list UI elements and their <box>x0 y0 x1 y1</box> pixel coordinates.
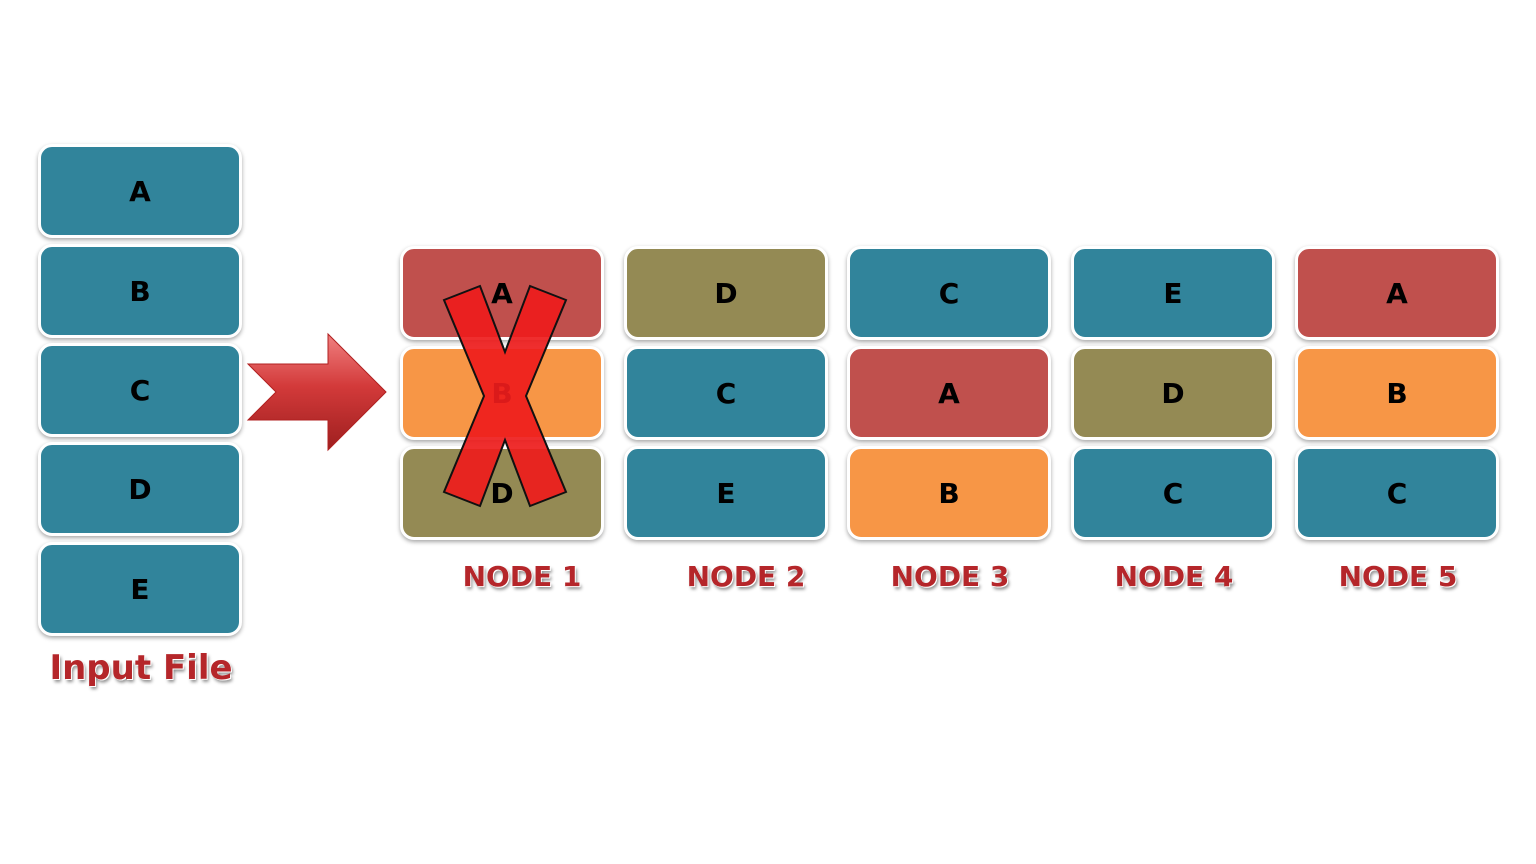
node-1-block-2: B <box>400 346 604 440</box>
node-5-block-3: C <box>1295 446 1499 540</box>
node-4-block-1: E <box>1071 246 1275 340</box>
node-2-block-2: C <box>624 346 828 440</box>
node-1-block-1: A <box>400 246 604 340</box>
node-5-block-2: B <box>1295 346 1499 440</box>
node-4-label: NODE 4 <box>1114 560 1234 593</box>
node-3-label: NODE 3 <box>890 560 1010 593</box>
node-5-label: NODE 5 <box>1338 560 1458 593</box>
node-4-block-3: C <box>1071 446 1275 540</box>
input-block-d: D <box>38 442 242 536</box>
node-5-block-1: A <box>1295 246 1499 340</box>
right-arrow-icon <box>246 332 387 452</box>
input-block-c: C <box>38 343 242 437</box>
input-block-a: A <box>38 144 242 238</box>
node-2-block-3: E <box>624 446 828 540</box>
node-3-block-2: A <box>847 346 1051 440</box>
node-3-block-1: C <box>847 246 1051 340</box>
node-4-block-2: D <box>1071 346 1275 440</box>
node-2-block-1: D <box>624 246 828 340</box>
node-2-label: NODE 2 <box>686 560 806 593</box>
input-file-label: Input File <box>49 648 233 688</box>
input-block-e: E <box>38 542 242 636</box>
node-3-block-3: B <box>847 446 1051 540</box>
node-1-block-3: D <box>400 446 604 540</box>
node-1-label: NODE 1 <box>462 560 582 593</box>
input-block-b: B <box>38 244 242 338</box>
